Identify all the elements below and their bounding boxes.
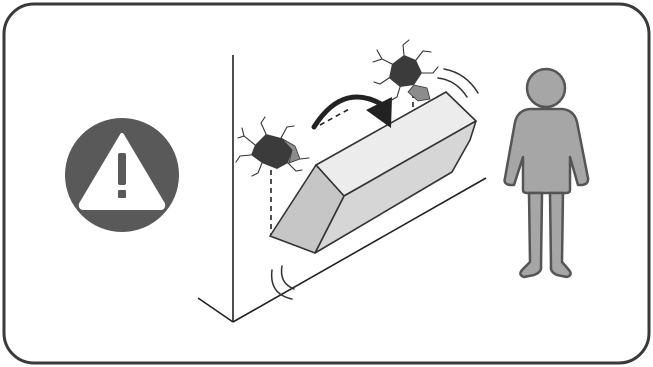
floor-line-back (232, 177, 487, 323)
warning-triangle-icon (65, 118, 179, 232)
tipped-box (269, 91, 477, 254)
wall-floor-lines (197, 55, 487, 323)
person-icon (503, 67, 590, 279)
rotate-arrow-icon (311, 94, 392, 130)
box-end-face (269, 164, 345, 254)
vibration-icon (270, 68, 479, 300)
floor-line-front (197, 297, 234, 323)
crack-icon (372, 39, 439, 102)
crack-icon (235, 116, 310, 177)
